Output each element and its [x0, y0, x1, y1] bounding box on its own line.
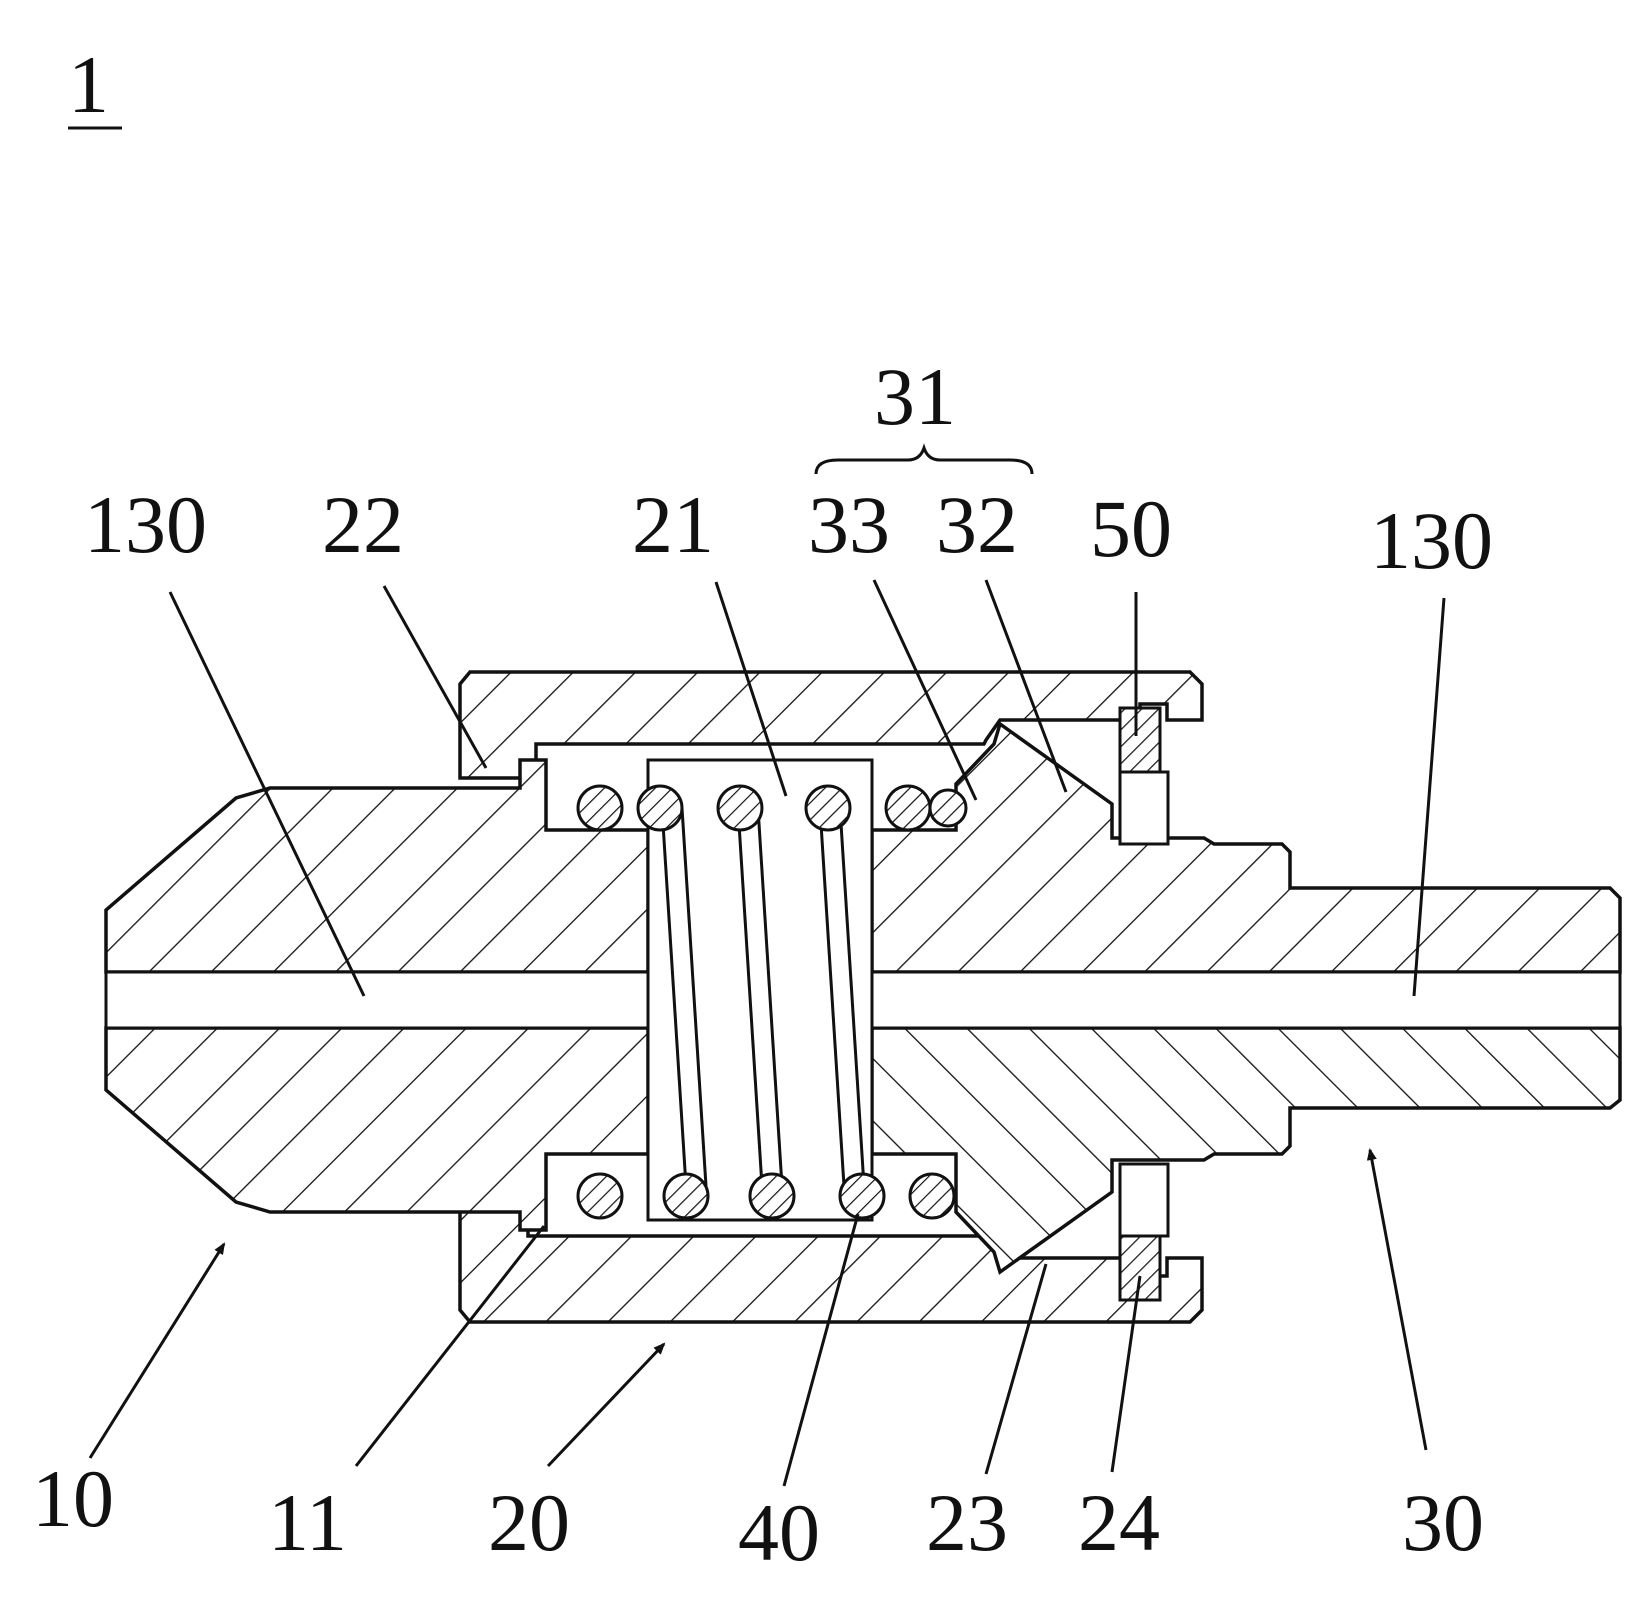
coil-sections-bottom [578, 1174, 954, 1218]
label-31: 31 [874, 351, 956, 442]
left-connector-upper [106, 760, 648, 972]
label-22: 22 [322, 479, 404, 570]
left-connector-lower [106, 1028, 648, 1230]
ring-groove-upper [1120, 772, 1168, 844]
label-21: 21 [632, 479, 714, 570]
sleeve-lower-wall [460, 1210, 1202, 1322]
label-11: 11 [268, 1477, 347, 1568]
label-23: 23 [926, 1477, 1008, 1568]
label-20: 20 [488, 1477, 570, 1568]
label-10: 10 [32, 1453, 114, 1544]
label-30: 30 [1402, 1477, 1484, 1568]
retaining-ring-upper [1120, 708, 1160, 772]
label-130-left: 130 [84, 479, 207, 570]
label-50: 50 [1090, 483, 1172, 574]
brace-31 [816, 448, 1032, 474]
right-connector-upper [872, 724, 1620, 972]
label-33: 33 [808, 479, 890, 570]
arrow-30 [1370, 1150, 1426, 1450]
figure-number: 1 [68, 39, 109, 130]
right-connector-lower [872, 1028, 1620, 1272]
retaining-ring-lower [1120, 1236, 1160, 1300]
label-40: 40 [738, 1487, 820, 1578]
ring-groove-lower [1120, 1164, 1168, 1236]
arrow-20 [548, 1344, 664, 1466]
label-130-right: 130 [1370, 495, 1493, 586]
label-24: 24 [1078, 1477, 1160, 1568]
arrow-10 [90, 1244, 224, 1458]
label-32: 32 [936, 479, 1018, 570]
